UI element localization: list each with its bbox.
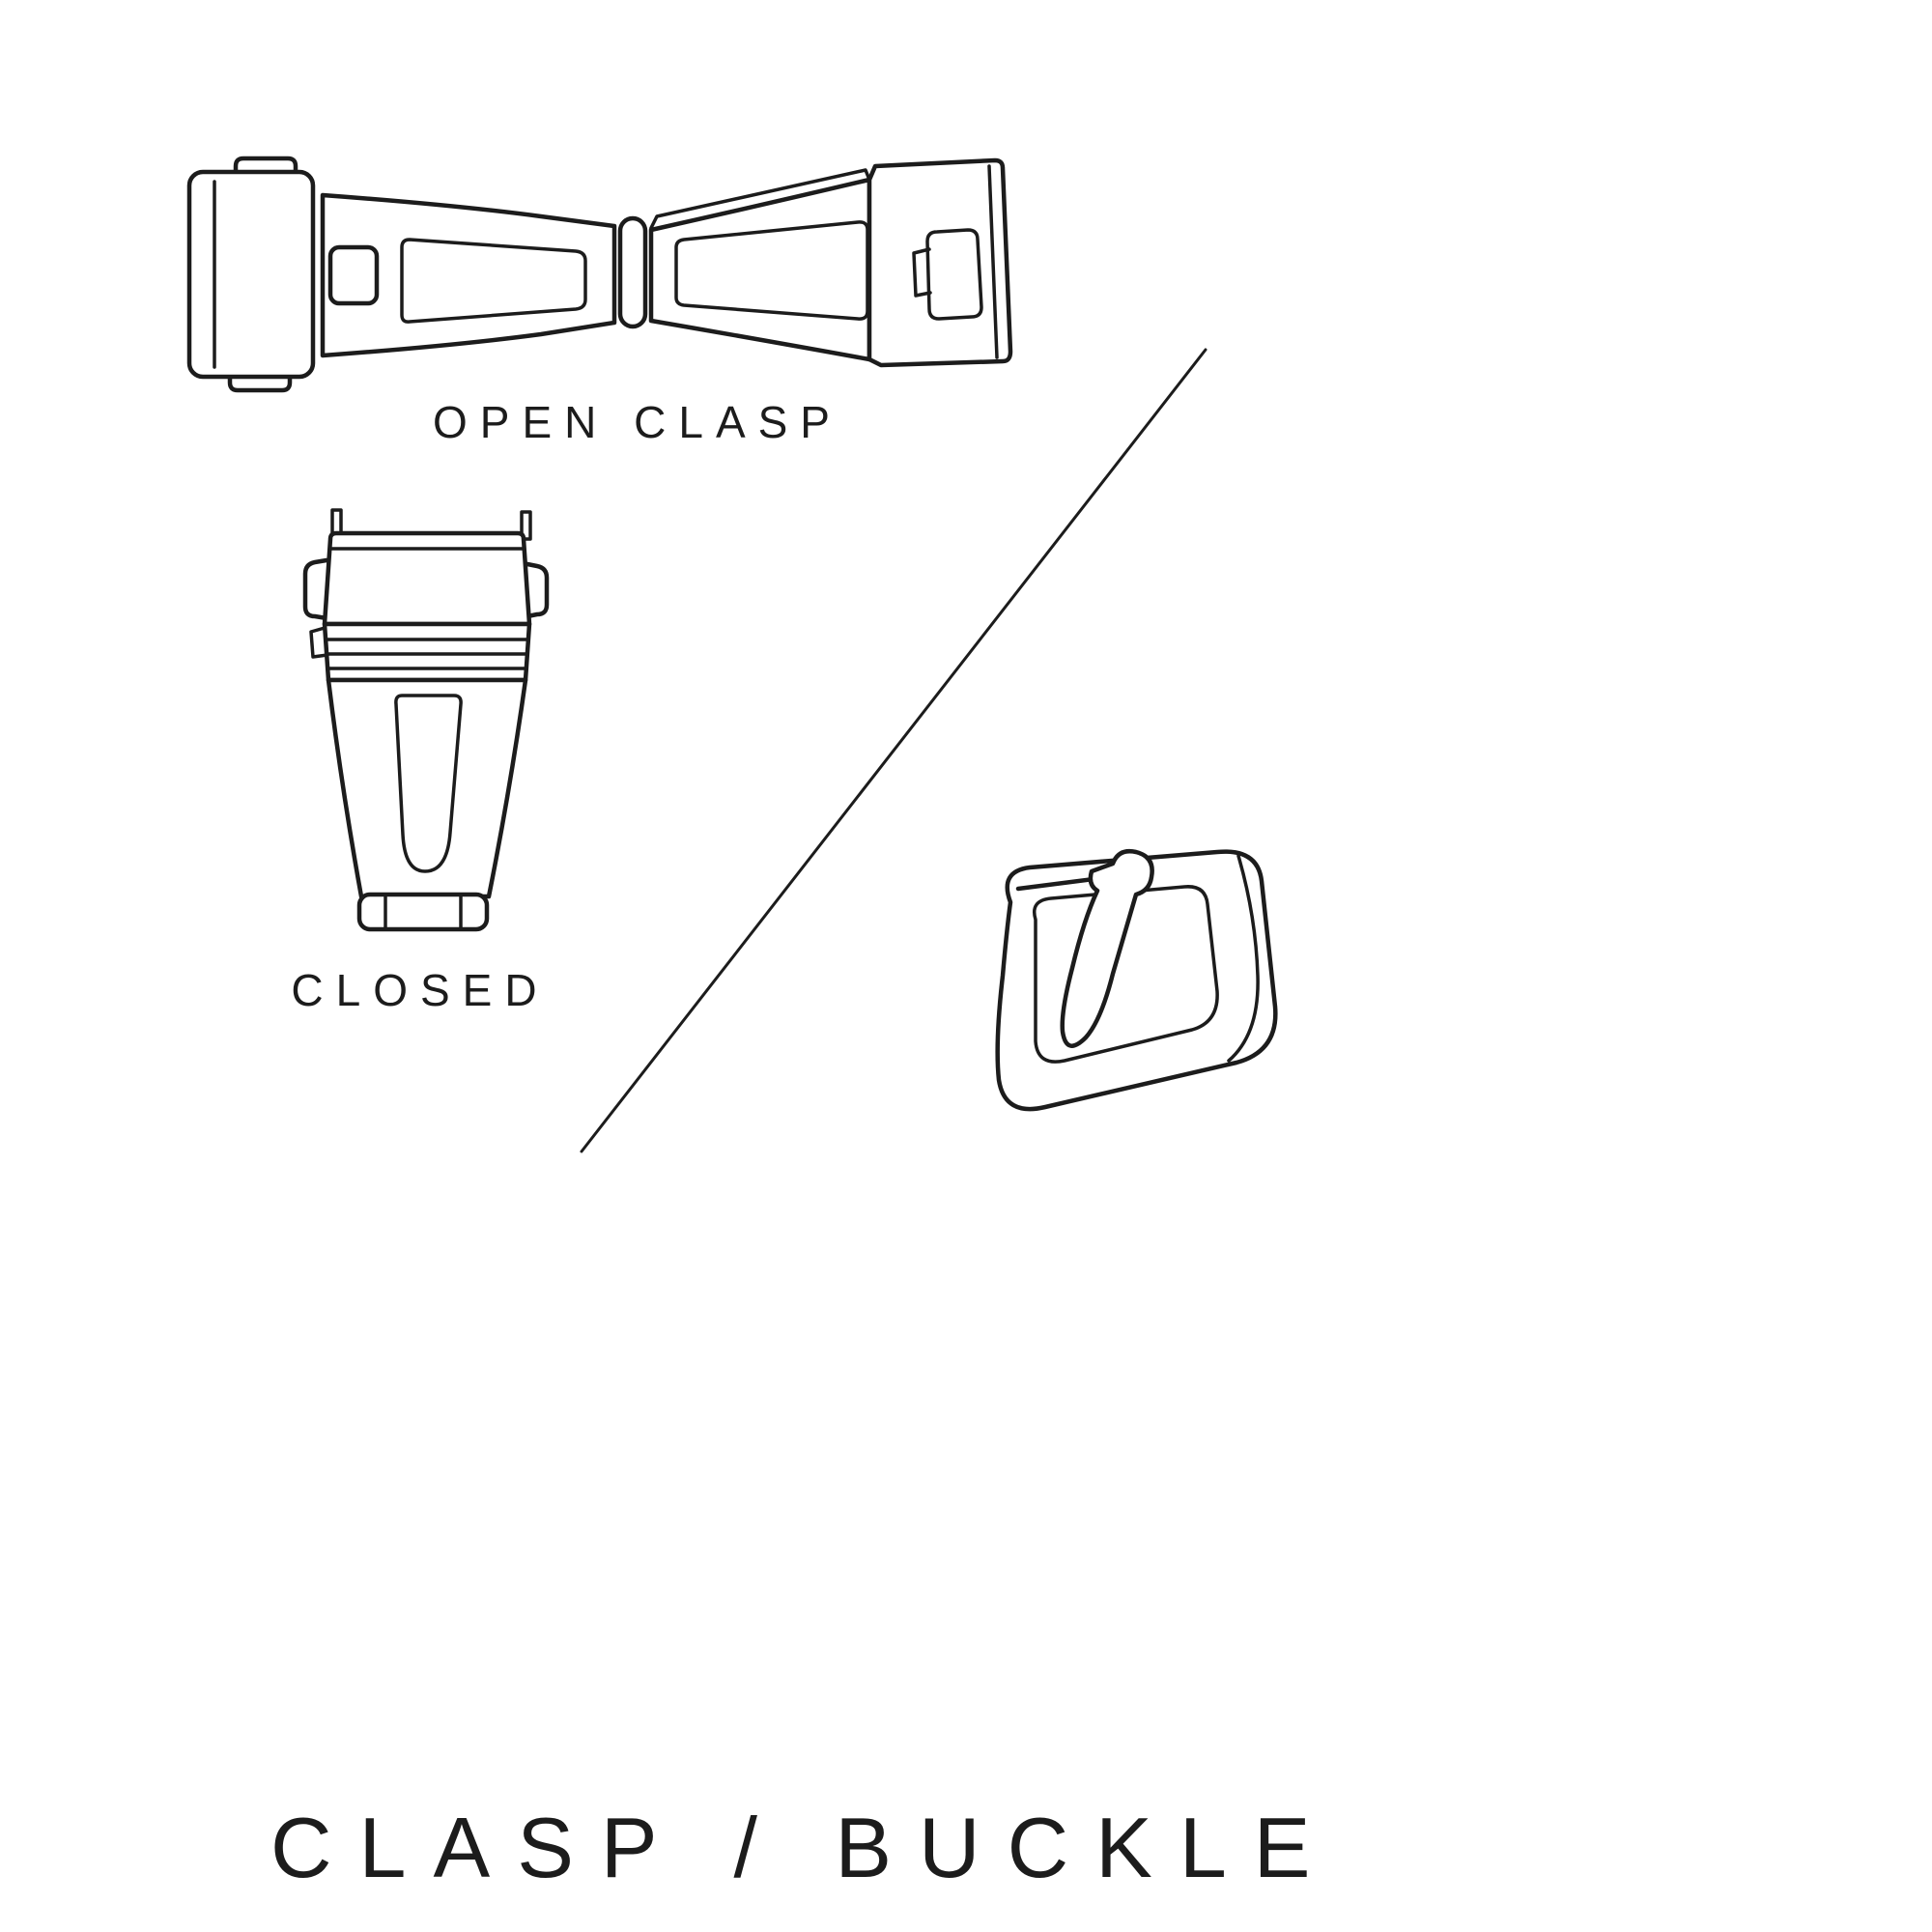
buckle-inner-opening [1033,885,1219,1064]
buckle-frame-thickness [1227,854,1260,1063]
open-clasp-right-edge-detail [987,164,999,359]
open-clasp-catch-hook [912,247,932,298]
closed-clasp-ear-left [302,557,329,621]
closed-clasp-top-block [322,530,532,627]
closed-clasp-illustration [302,508,550,932]
closed-clasp-band-section [322,621,532,683]
buckle-tang [1060,849,1154,1048]
closed-clasp-inner-outline [394,694,463,873]
open-clasp-left-blade [320,192,617,358]
buckle-illustration [995,849,1278,1112]
open-clasp-hinge [617,215,648,329]
closed-clasp-label: CLOSED [291,965,550,1015]
diagonal-divider [580,348,1208,1153]
closed-clasp-prong-right [520,510,532,541]
open-clasp-right-inner-outline [674,220,869,321]
closed-clasp-ear-right [525,561,550,619]
open-clasp-left-inner-outline [400,238,587,324]
open-clasp-illustration [186,156,1013,393]
closed-clasp-bottom-bar [356,892,490,932]
closed-clasp-body [326,677,528,899]
open-clasp-right-blade [648,177,872,362]
open-clasp-right-top-strip [649,168,871,230]
open-clasp-catch-bracket [925,228,983,321]
page-title: CLASP / BUCKLE [270,1800,1338,1895]
open-clasp-left-link [186,169,316,380]
open-clasp-label: OPEN CLASP [433,397,842,447]
open-clasp-pusher-hole [327,244,380,306]
closed-clasp-band-flap [309,626,329,659]
